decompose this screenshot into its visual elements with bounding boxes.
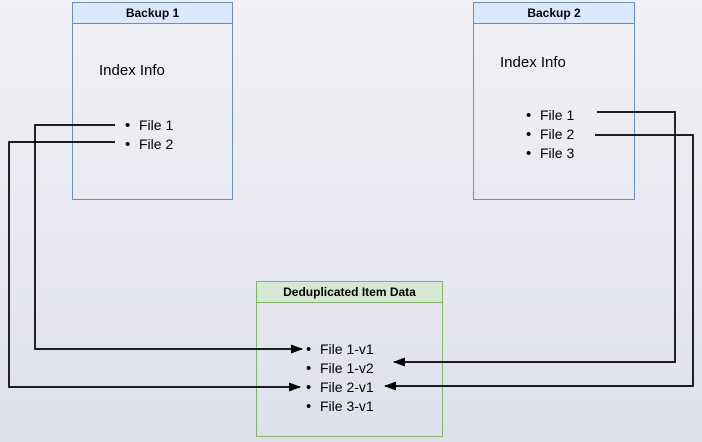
backup1-title: Backup 1 [73,3,232,24]
backup1-file-list: File 1File 2 [125,116,173,154]
backup1-index-info-label: Index Info [99,62,165,79]
dedup-file-list: File 1-v1File 1-v2File 2-v1File 3-v1 [306,340,374,416]
list-item: File 2 [125,135,173,154]
backup2-index-info-label: Index Info [500,54,566,71]
backup2-box: Backup 2 Index Info File 1File 2File 3 [473,2,635,200]
list-item: File 3 [526,144,574,163]
backup2-title: Backup 2 [474,3,634,24]
list-item: File 1 [526,106,574,125]
list-item: File 2-v1 [306,378,374,397]
list-item: File 1-v2 [306,359,374,378]
list-item: File 1 [125,116,173,135]
list-item: File 2 [526,125,574,144]
list-item: File 1-v1 [306,340,374,359]
dedup-title: Deduplicated Item Data [257,282,442,303]
backup1-box: Backup 1 Index Info File 1File 2 [72,2,233,200]
deduplicated-item-data-box: Deduplicated Item Data File 1-v1File 1-v… [256,281,443,437]
list-item: File 3-v1 [306,397,374,416]
backup2-file-list: File 1File 2File 3 [526,106,574,163]
